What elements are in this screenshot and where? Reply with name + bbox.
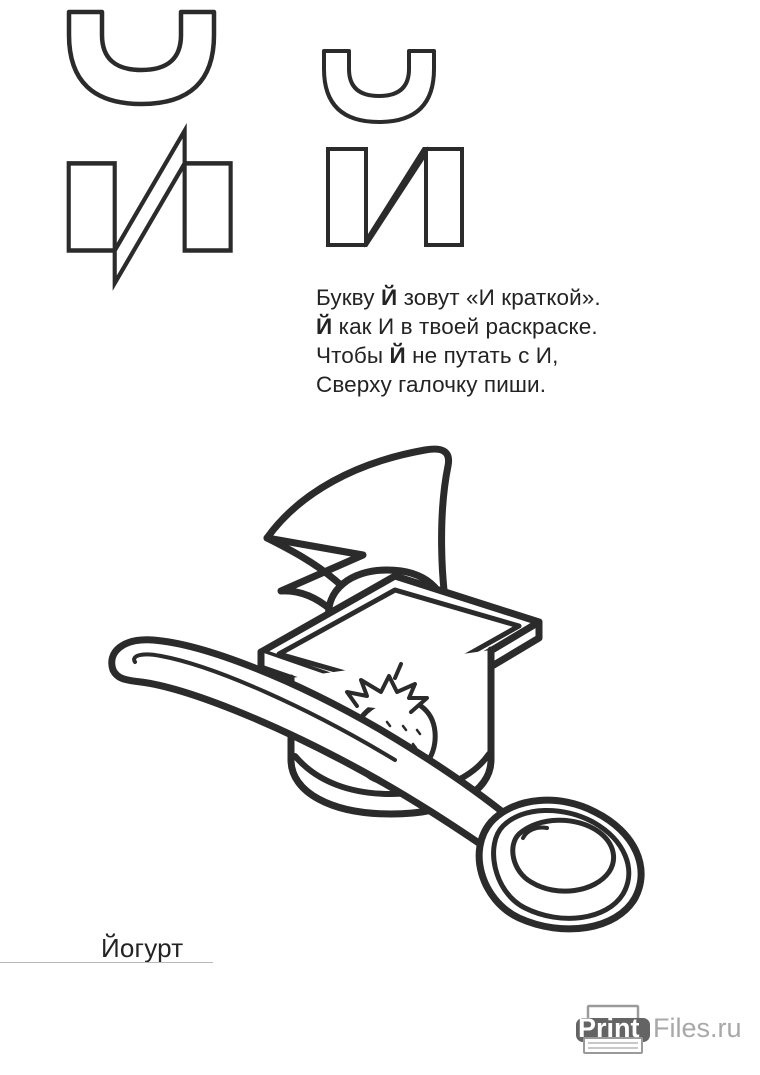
- breve-mark-uppercase: [66, 9, 217, 107]
- cup-bottom-band: [292, 751, 492, 797]
- watermark-printfiles: Print Files.ru: [568, 1004, 748, 1056]
- watermark-brand-light: Files.ru: [653, 1013, 742, 1043]
- yogurt-cup-with-spoon-illustration: [95, 430, 675, 940]
- poem-line-3: Чтобы Й не путать с И,: [316, 341, 716, 370]
- poem-text: Букву Й зовут «И краткой». Й как И в тво…: [316, 283, 716, 399]
- yogurt-on-spoon: [510, 817, 617, 894]
- poem-line-4-before: Сверху галочку пиши.: [316, 372, 547, 397]
- poem-line-2: Й как И в твоей раскраске.: [316, 312, 716, 341]
- poem-line-1: Букву Й зовут «И краткой».: [316, 283, 716, 312]
- poem-line-3-bold: Й: [389, 343, 406, 368]
- caption-rule: [0, 962, 213, 963]
- lowercase-letter-i-kratkoye: [322, 48, 464, 253]
- poem-line-1-bold: Й: [380, 285, 398, 310]
- caption-word: Йогурт: [101, 933, 184, 963]
- letter-outline-uppercase: [66, 123, 233, 291]
- poem-line-2-bold: Й: [316, 314, 333, 339]
- yogurt-on-spoon-tip: [521, 825, 549, 840]
- poem-line-3-after: не путать с И,: [405, 343, 559, 368]
- poem-line-1-before: Букву: [316, 285, 381, 310]
- poem-line-1-after: зовут «И краткой».: [397, 285, 601, 310]
- poem-line-2-after: как И в твоей раскраске.: [332, 314, 598, 339]
- breve-mark-lowercase: [322, 49, 436, 124]
- spoon-bowl-inner: [491, 807, 632, 921]
- printer-icon: [576, 1004, 650, 1054]
- spoon-handle-crease: [132, 652, 397, 762]
- poem-line-3-before: Чтобы: [316, 343, 390, 368]
- poem-line-4: Сверху галочку пиши.: [316, 370, 716, 399]
- uppercase-letter-i-kratkoye: [60, 8, 240, 291]
- letter-outline-lowercase: [326, 146, 464, 248]
- watermark-brand-bold: Print: [578, 1013, 640, 1043]
